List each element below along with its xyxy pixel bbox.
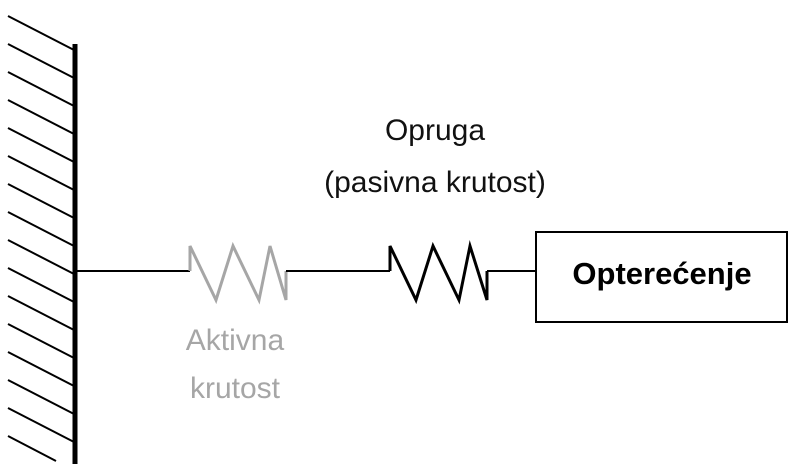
hatch-line: [7, 323, 75, 359]
hatch-line: [7, 351, 75, 387]
passive-spring-label-line1: Opruga: [384, 114, 486, 147]
hatch-line: [7, 295, 75, 331]
hatch-line: [7, 407, 75, 443]
passive-spring: [388, 240, 489, 305]
hatch-line: [7, 155, 75, 191]
hatch-line: [7, 211, 75, 247]
hatch-line: [7, 435, 57, 462]
hatch-line: [7, 267, 75, 303]
hatch-line: [7, 99, 75, 135]
load-box: [535, 231, 788, 323]
hatch-line: [7, 183, 75, 219]
hatch-line: [7, 43, 75, 79]
passive-spring-label-line2: (pasivna krutost): [324, 166, 546, 199]
load-label: Opterećenje: [572, 256, 752, 291]
active-stiffness-label-line1: Aktivna: [185, 324, 285, 357]
hatch-line: [7, 15, 75, 51]
hatch-line: [7, 71, 75, 107]
hatch-line: [7, 127, 75, 163]
wall-hatching: [7, 15, 75, 462]
hatch-line: [7, 239, 75, 275]
active-stiffness-spring: [188, 241, 288, 305]
hatch-line: [7, 379, 75, 415]
active-stiffness-label-line2: krutost: [189, 372, 281, 405]
